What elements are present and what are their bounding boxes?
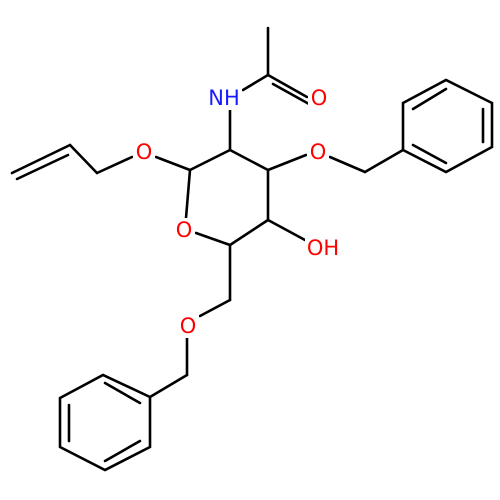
phenyl-lower-inner-3: [103, 439, 142, 463]
bond-ch2-o-benzyl-2: [198, 298, 232, 318]
bond-o-ch2-allyl: [95, 155, 134, 175]
bond-ch2-ipso-2: [148, 373, 189, 399]
bond-carbonyl-c-o-1: [266, 73, 309, 99]
bond-c3-o-benzyl: [266, 153, 308, 172]
bond-o-ch2-benzyl: [328, 155, 367, 174]
bond-carbonyl-nh: [241, 73, 270, 92]
phenyl-ring-lower: [58, 373, 152, 472]
atom-labels: NH O O O O OH O: [133, 86, 341, 338]
allyl-oxygen-label: O: [136, 140, 153, 164]
allyl-ether: [10, 143, 192, 181]
phenyl-upper-inner-3: [411, 143, 448, 165]
phenyl-lower-inner-1: [103, 381, 142, 405]
benzyloxymethyl-group: [58, 243, 232, 472]
bond-c4-oh: [266, 218, 307, 242]
nh-label: NH: [208, 86, 240, 110]
bond-c1-c2: [188, 148, 232, 172]
bond-c5-ring-o: [194, 231, 232, 247]
bond-c4-c5: [228, 218, 270, 247]
benzyl-oxygen-upper-label: O: [310, 140, 327, 164]
bond-ch-ch2-double-2: [15, 153, 70, 181]
pyranose-ring: [184, 148, 270, 247]
phenyl-upper-inner-1: [411, 87, 448, 111]
hydroxyl-label: OH: [307, 236, 339, 260]
phenyl-ring-upper: [401, 78, 494, 174]
carbonyl-oxygen-label: O: [311, 86, 328, 110]
bond-ch2-ipso: [363, 148, 405, 174]
acetyl-group: [241, 26, 311, 106]
bond-ch2-ch: [68, 143, 99, 175]
benzyl-oxygen-lower-label: O: [180, 314, 197, 338]
bond-c1-o-allyl: [154, 155, 192, 172]
bond-ch-ch2-double-1: [10, 143, 72, 175]
bond-carbonyl-c-o-2: [271, 82, 311, 106]
bond-c2-c3: [228, 148, 270, 172]
bond-ring-o-c1: [184, 168, 192, 220]
benzyl-ether-c3: [266, 78, 494, 174]
ring-oxygen-label: O: [176, 218, 193, 242]
